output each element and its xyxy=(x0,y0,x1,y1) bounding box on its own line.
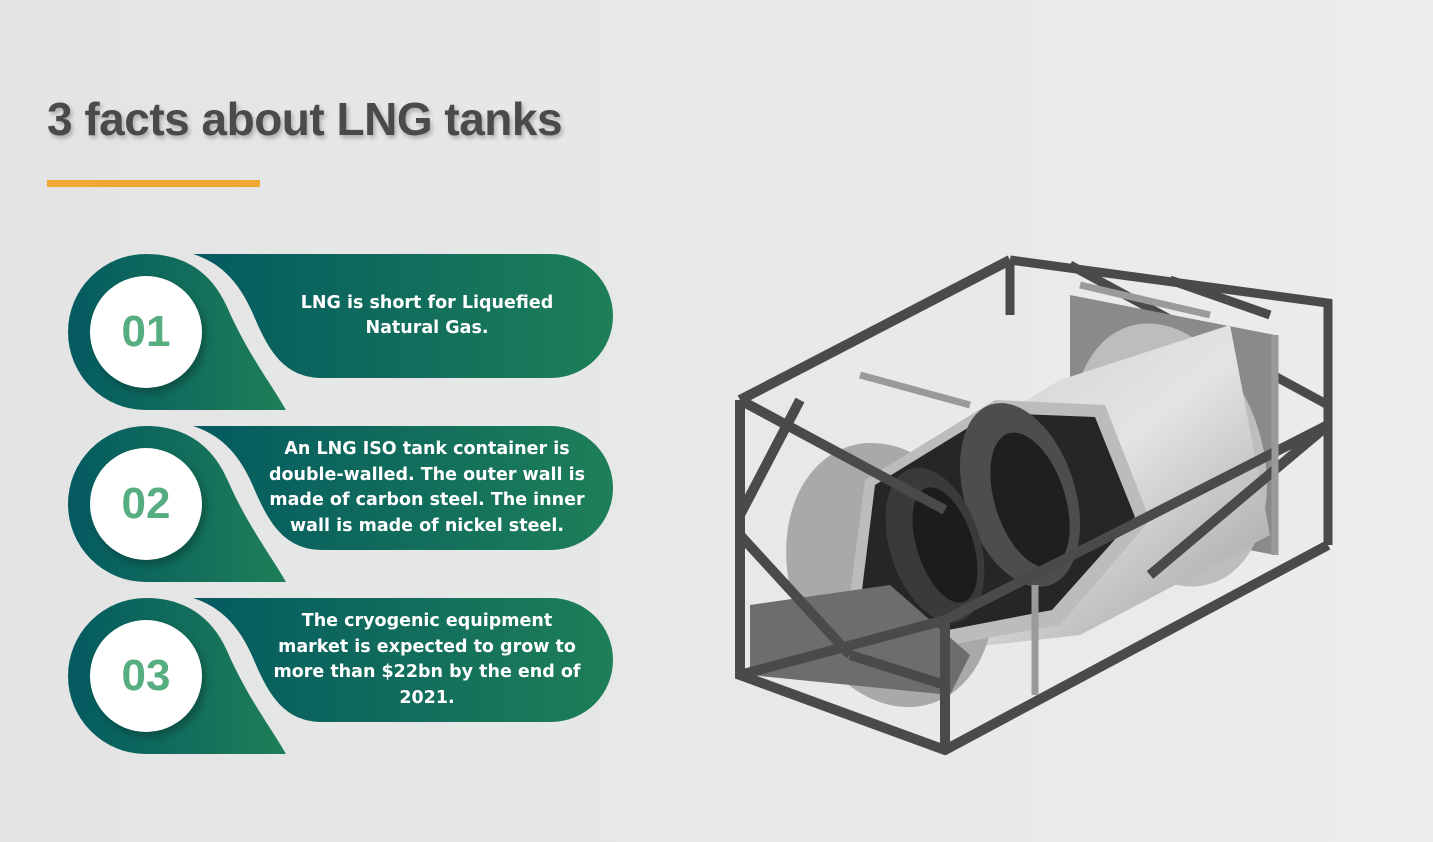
fact-text: An LNG ISO tank container is double-wall… xyxy=(268,439,586,536)
fact-card-1: 01 LNG is short for Liquefied Natural Ga… xyxy=(68,254,628,412)
fact-number: 02 xyxy=(121,479,171,528)
page-title: 3 facts about LNG tanks xyxy=(47,93,563,145)
fact-card-2: 02 An LNG ISO tank container is double-w… xyxy=(68,426,628,584)
fact-text: LNG is short for Liquefied Natural Gas. xyxy=(300,292,554,339)
lng-tank-illustration xyxy=(735,255,1333,755)
fact-card-3: 03 The cryogenic equipment market is exp… xyxy=(68,598,628,756)
number-circle: 02 xyxy=(90,448,202,560)
fact-number: 03 xyxy=(121,651,171,700)
fact-text: The cryogenic equipment market is expect… xyxy=(273,611,581,708)
title-underline xyxy=(47,180,260,187)
number-circle: 01 xyxy=(90,276,202,388)
number-circle: 03 xyxy=(90,620,202,732)
fact-number: 01 xyxy=(121,307,171,356)
